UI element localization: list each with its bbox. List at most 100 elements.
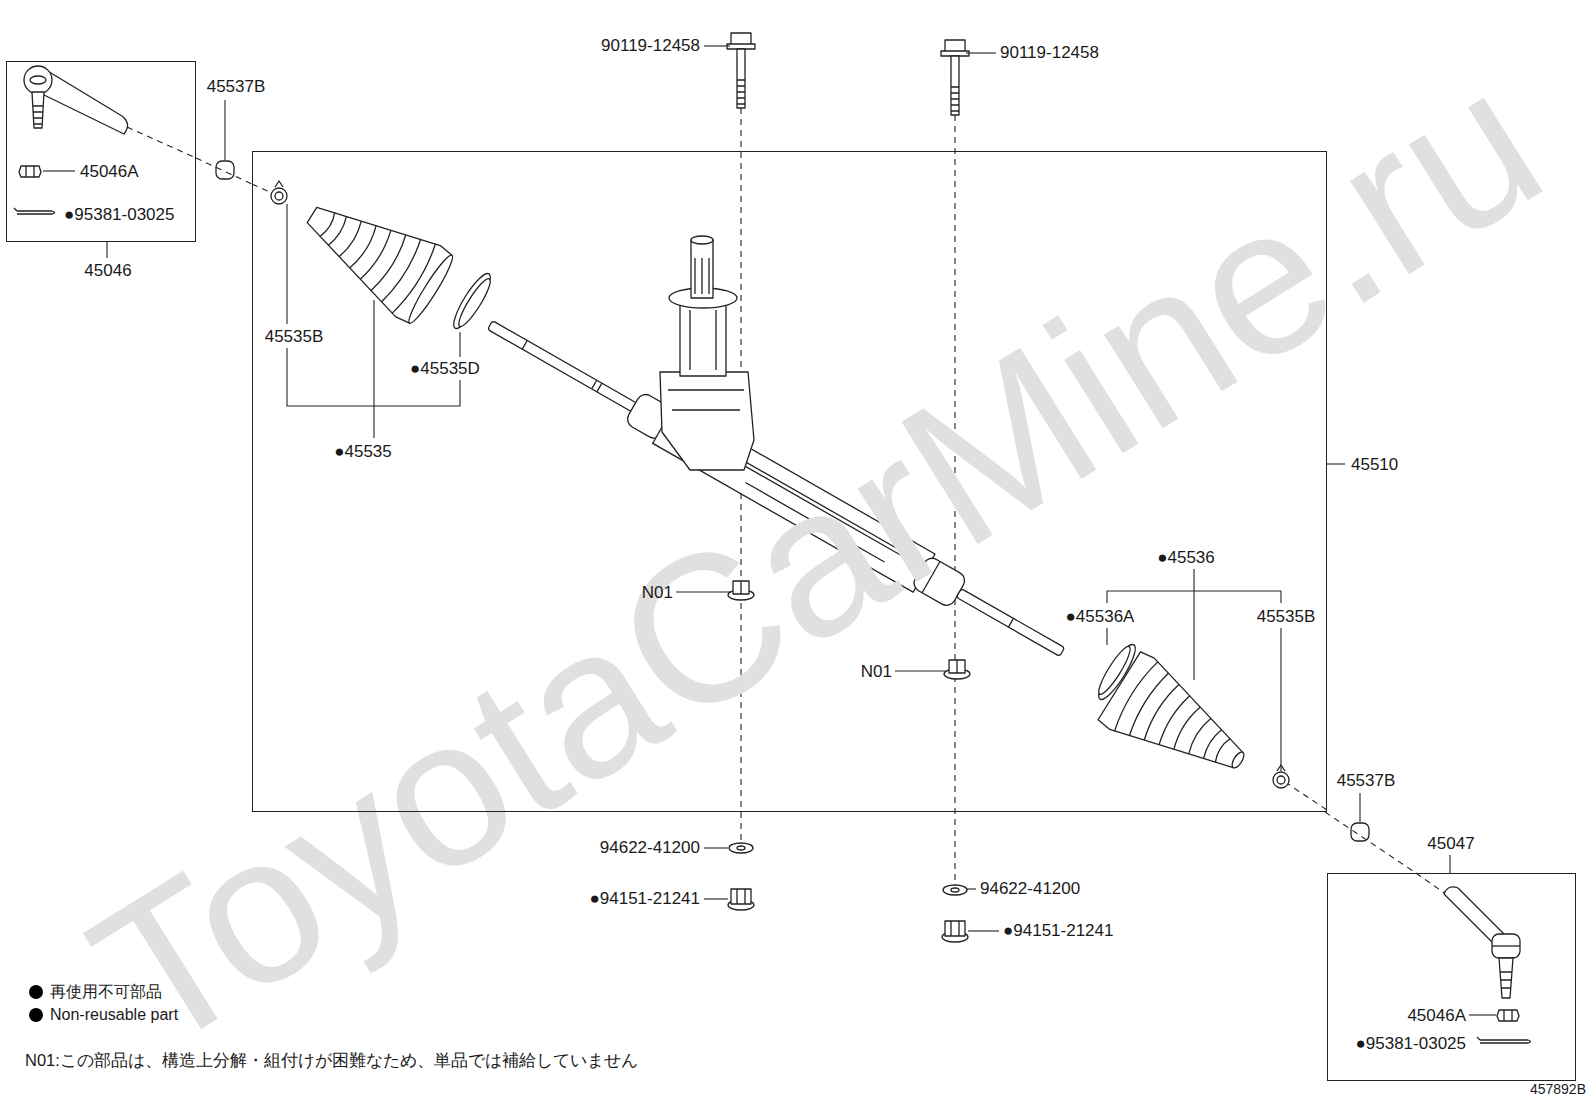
drawing-stroke [1093,641,1140,704]
drawing-stroke [275,192,283,200]
drawing-stroke [1277,776,1285,784]
dashed-connector [196,158,252,184]
callout-number: 90119-12458 [1000,43,1099,63]
drawing-stroke [448,270,495,333]
callout-number: ●95381-03025 [1356,1034,1466,1054]
callout-number: N01 [642,583,673,603]
drawing-stroke [660,372,754,470]
drawing-stroke [1492,945,1520,946]
nut-icon [19,166,41,177]
drawing-stroke [1285,782,1327,810]
boot-band [448,270,496,333]
drawing-stroke [522,341,602,392]
drawing-stroke [1504,1010,1512,1021]
drawing-stroke [455,276,495,330]
clamp [271,181,287,204]
drawing-stroke [1327,463,1345,464]
drawing-stroke [949,660,965,673]
drawing-stroke [1107,591,1281,603]
drawing-stroke [1230,750,1246,770]
callout-number: N01 [861,662,892,682]
drawing-stroke [691,236,713,244]
part-group-box: 4504645046A●95381-03025 [6,61,196,242]
drawing-stroke [945,40,965,52]
drawing-stroke [1193,569,1194,680]
drawing-stroke [252,184,274,194]
drawing-stroke [1008,618,1013,627]
flange-nut [942,921,968,942]
drawing-stroke [1500,972,1512,988]
callout-number: ●45535 [334,442,392,462]
drawing-stroke [704,45,730,46]
callout-number: ●94151-21241 [590,889,700,909]
drawing-stroke [951,888,959,892]
washer [943,885,967,895]
drawing-stroke [1469,1014,1496,1015]
drawing-stroke [43,170,75,171]
drawing-stroke [704,898,728,899]
drawing-stroke [691,240,713,298]
washer [729,843,753,853]
cap-45537B [1351,823,1369,841]
drawing-stroke [956,660,957,673]
drawing-stroke [32,92,44,128]
drawing-stroke [941,51,969,56]
assembly-number: 45046 [84,261,131,281]
callout-number: ●95381-03025 [64,205,174,225]
bolt [941,40,969,115]
drawing-stroke [737,889,745,904]
drawing-stroke [1359,793,1360,822]
drawing-stroke [967,888,976,889]
drawing-stroke [966,52,996,53]
callout-number: ●45536 [1157,548,1215,568]
legend-text: 再使用不可部品 [50,982,162,1001]
callout-number: 90119-12458 [601,36,700,56]
drawing-stroke [895,670,945,671]
nut-icon [1497,1010,1519,1021]
drawing-stroke [680,298,726,376]
assembly-number: 45510 [1351,455,1398,475]
drawing-stroke [286,204,287,324]
drawing-stroke [943,885,967,895]
drawing-stroke [488,321,645,417]
flange-nut [728,889,754,910]
drawing-stroke [1499,958,1513,998]
part-group-box: 4504745046A●95381-03025 [1327,873,1576,1081]
drawing-stroke [731,33,751,45]
tie-rod-end-left [24,66,128,134]
drawing-stroke [26,166,34,177]
drawing-stroke [127,127,196,158]
cotter-pin-icon [1477,1037,1531,1043]
drawing-stroke [695,258,709,294]
assembly-number: 45047 [1427,834,1474,854]
callout-number: ●45536A [1066,607,1135,627]
drawing-stroke [1106,628,1107,645]
dashed-connector [1325,812,1416,873]
drawing-stroke [945,921,965,936]
drawing-stroke [19,166,41,177]
callout-number: 45537B [207,77,266,97]
part-group-box: 4551045535B●45535D●45535N01N01●45536●455… [252,151,1327,812]
callout-number: 45046A [80,162,139,182]
legend-dot [29,1008,43,1022]
pinion-housing [660,236,754,470]
drawing-stroke [951,56,959,115]
footnote: N01:この部品は、構造上分解・組付けが困難なため、単品では補給していません [25,1051,638,1071]
nut [944,660,970,679]
drawing-stroke [404,252,457,326]
callout-number: ●45535D [410,359,480,379]
drawing-stroke [951,87,959,111]
drawing-stroke [33,106,43,124]
drawing-stroke [42,70,128,134]
legend-dot [29,985,43,999]
bolt [727,33,755,108]
drawing-stroke [951,921,959,936]
drawing-stroke [1095,643,1135,697]
boot-band [1092,640,1140,703]
tie-rod-end-right [1444,887,1520,998]
drawing-stroke [731,889,751,904]
cap-45537B [216,161,234,179]
drawing-stroke [271,188,287,204]
drawing-stroke [459,332,460,357]
